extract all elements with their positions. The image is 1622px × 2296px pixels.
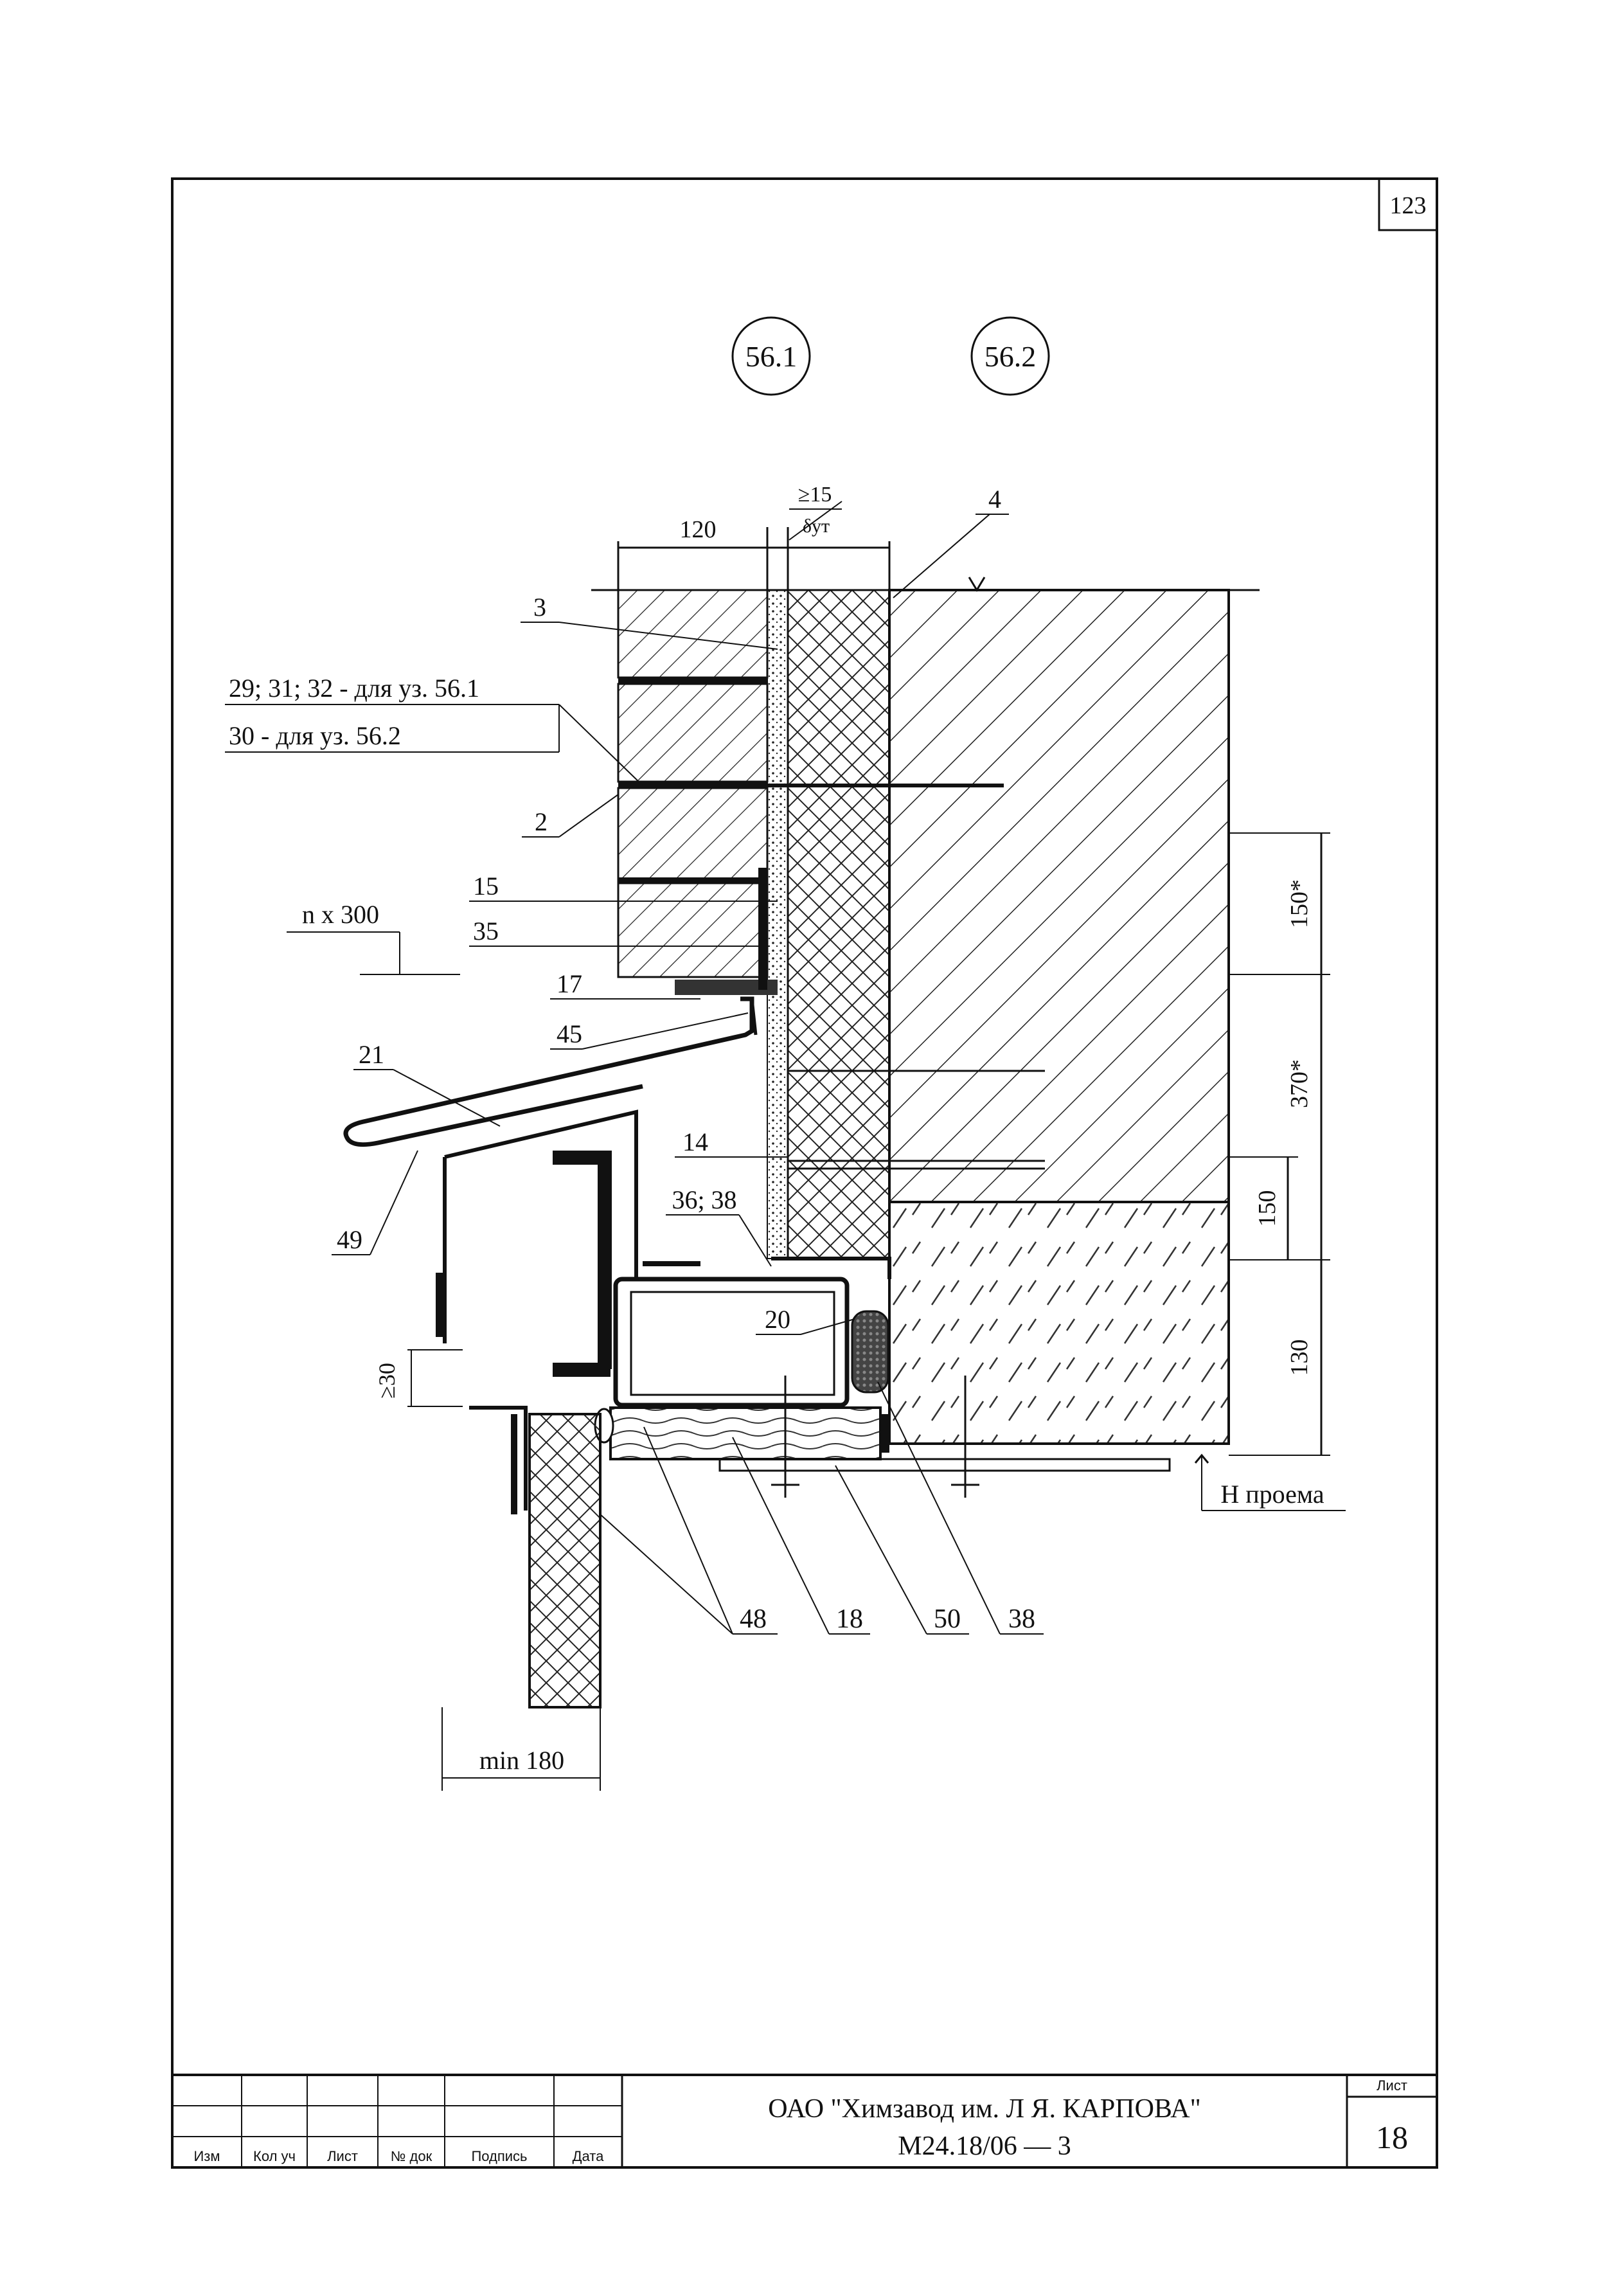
- callout-45: 45: [557, 1019, 582, 1048]
- lintel: [888, 1201, 1230, 1445]
- callout-36-38: 36; 38: [672, 1185, 736, 1214]
- callout-50: 50: [934, 1604, 961, 1634]
- wood-sill-board: [609, 1406, 882, 1460]
- tb-header-list: Лист: [327, 2148, 358, 2164]
- tb-sheet-label: Лист: [1377, 2077, 1407, 2094]
- pitch-label: n x 300: [302, 900, 379, 929]
- callout-15: 15: [473, 872, 499, 901]
- dim-130: 130: [1286, 1340, 1313, 1376]
- support-angle: [675, 980, 778, 995]
- tb-header-izm: Изм: [193, 2148, 220, 2164]
- svg-text:56.2: 56.2: [985, 340, 1037, 373]
- masonry-wall: [888, 589, 1230, 1203]
- callout-38: 38: [1008, 1604, 1035, 1634]
- sealant-rod: [851, 1310, 889, 1394]
- note-line-2: 30 - для уз. 56.2: [229, 721, 401, 750]
- dim-30: ≥30: [374, 1363, 400, 1399]
- dim-120: 120: [680, 516, 717, 543]
- mounting-plate: [718, 1458, 1171, 1472]
- dim-15-bottom: δут: [803, 516, 830, 537]
- tb-header-data: Дата: [573, 2148, 604, 2164]
- dim-min-180: min 180: [479, 1746, 564, 1775]
- brick-course-2: [617, 683, 769, 783]
- dim-15-top: ≥15: [798, 483, 832, 507]
- callout-17: 17: [557, 969, 582, 998]
- tb-header-kol: Кол уч: [253, 2148, 296, 2164]
- insulation-layer: [787, 589, 891, 1260]
- tb-sheet-number: 18: [1376, 2119, 1408, 2155]
- window-frame-outer: [443, 1109, 638, 1343]
- tb-header-podpis: Подпись: [471, 2148, 527, 2164]
- callout-48: 48: [740, 1604, 767, 1634]
- dim-370-star: 370*: [1286, 1059, 1313, 1108]
- callout-14: 14: [682, 1127, 708, 1156]
- tb-header-ndok: № док: [391, 2148, 432, 2164]
- dim-150-star: 150*: [1286, 879, 1313, 928]
- level-label: Н проема: [1220, 1480, 1324, 1509]
- brick-course-1: [617, 589, 769, 679]
- svg-text:56.1: 56.1: [745, 340, 798, 373]
- brick-course-4: [617, 882, 769, 978]
- callout-20: 20: [765, 1305, 790, 1334]
- callout-49: 49: [337, 1225, 362, 1254]
- tb-company: ОАО "Химзавод им. Л Я. КАРПОВА": [768, 2094, 1201, 2124]
- brick-course-3: [617, 787, 769, 883]
- lower-panel: [528, 1413, 602, 1709]
- air-gap-layer: [767, 589, 789, 1259]
- dim-150: 150: [1254, 1190, 1281, 1227]
- note-line-1: 29; 31; 32 - для уз. 56.1: [229, 674, 479, 703]
- tb-doc-code: М24.18/06 — 3: [898, 2131, 1071, 2161]
- callout-3: 3: [533, 593, 546, 622]
- window-drip-flashing: [343, 996, 754, 1147]
- corner-number-box: [1378, 177, 1438, 231]
- callout-4: 4: [988, 485, 1001, 514]
- title-block: Изм Кол уч Лист № док Подпись Дата ОАО "…: [171, 2074, 1438, 2169]
- callout-35: 35: [473, 917, 499, 946]
- node-marker-56-1: 56.1: [731, 316, 811, 396]
- callout-21: 21: [359, 1040, 384, 1069]
- callout-2: 2: [535, 807, 548, 836]
- callout-18: 18: [836, 1604, 863, 1634]
- corner-number: 123: [1390, 192, 1427, 219]
- node-marker-56-2: 56.2: [970, 316, 1050, 396]
